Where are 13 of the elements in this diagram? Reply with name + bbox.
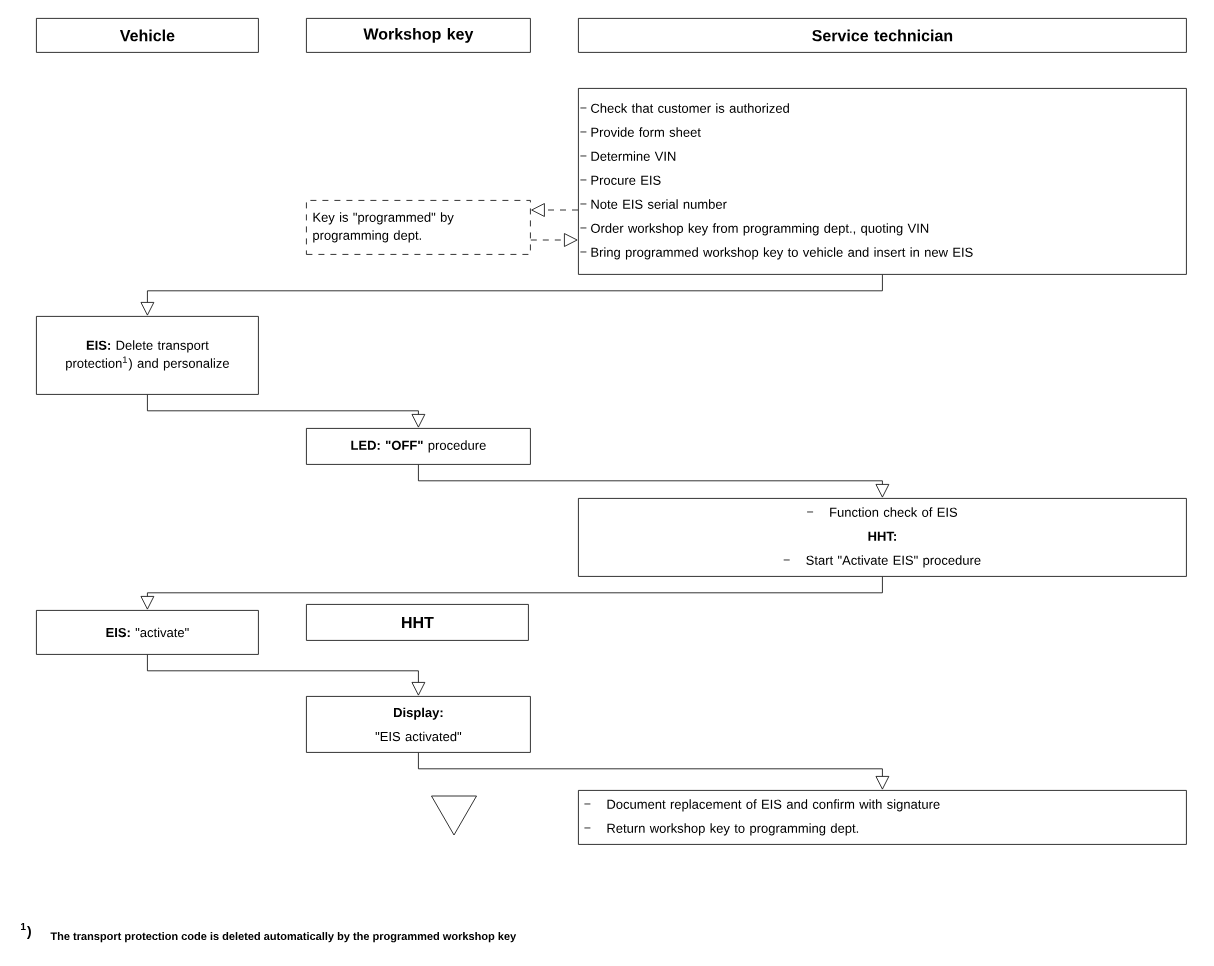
- arrow: [531, 203, 579, 217]
- arrow: [418, 464, 890, 498]
- arrow: [530, 233, 578, 247]
- process-box: HHT: [306, 604, 529, 641]
- arrow: [147, 654, 426, 696]
- arrow: [140, 576, 883, 610]
- lane-header: Vehicle: [36, 18, 259, 53]
- lane-header: Service technician: [578, 18, 1187, 53]
- arrow: [140, 274, 883, 316]
- arrow: [418, 752, 890, 790]
- arrow: [147, 394, 426, 428]
- lane-header: Workshop key: [306, 18, 531, 53]
- end-triangle: [431, 795, 477, 836]
